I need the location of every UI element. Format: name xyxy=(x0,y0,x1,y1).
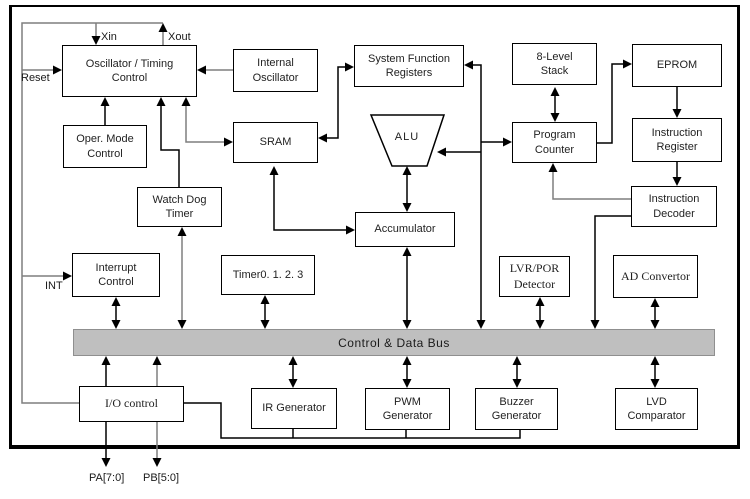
block-ir-generator: IR Generator xyxy=(251,388,337,429)
block-oscillator-timing-control: Oscillator / Timing Control xyxy=(62,45,197,97)
pin-label-pa: PA[7:0] xyxy=(89,472,125,484)
block-buzzer-generator: Buzzer Generator xyxy=(475,388,558,430)
block-lvr-por-detector: LVR/POR Detector xyxy=(499,256,570,297)
block-8-level-stack: 8-Level Stack xyxy=(512,43,597,85)
block-accumulator: Accumulator xyxy=(355,212,455,247)
block-internal-oscillator: Internal Oscillator xyxy=(233,49,318,92)
block-ad-convertor: AD Convertor xyxy=(613,255,698,298)
block-oper-mode-control: Oper. Mode Control xyxy=(63,125,147,168)
block-system-function-registers: System Function Registers xyxy=(354,45,464,87)
block-lvd-comparator: LVD Comparator xyxy=(615,388,698,430)
block-eprom: EPROM xyxy=(632,44,722,87)
bus-label: Control & Data Bus xyxy=(338,335,450,350)
block-alu-label: ALU xyxy=(394,131,420,143)
block-io-control: I/O control xyxy=(79,386,184,422)
pin-label-reset: Reset xyxy=(21,72,50,84)
block-pwm-generator: PWM Generator xyxy=(365,388,450,430)
block-instruction-decoder: Instruction Decoder xyxy=(631,186,717,227)
bus-bar: Control & Data Bus xyxy=(73,329,715,356)
block-watch-dog-timer: Watch Dog Timer xyxy=(137,187,222,227)
pin-label-pb: PB[5:0] xyxy=(143,472,180,484)
pin-label-xin: Xin xyxy=(101,31,117,43)
diagram-frame xyxy=(9,5,740,449)
block-sram: SRAM xyxy=(233,122,318,163)
alu-shape xyxy=(369,114,446,167)
pin-label-int: INT xyxy=(45,280,63,292)
block-interrupt-control: Interrupt Control xyxy=(72,253,160,297)
pin-label-xout: Xout xyxy=(168,31,191,43)
block-program-counter: Program Counter xyxy=(512,122,597,163)
block-timer-0-1-2-3: Timer0. 1. 2. 3 xyxy=(221,255,315,295)
block-instruction-register: Instruction Register xyxy=(632,118,722,162)
